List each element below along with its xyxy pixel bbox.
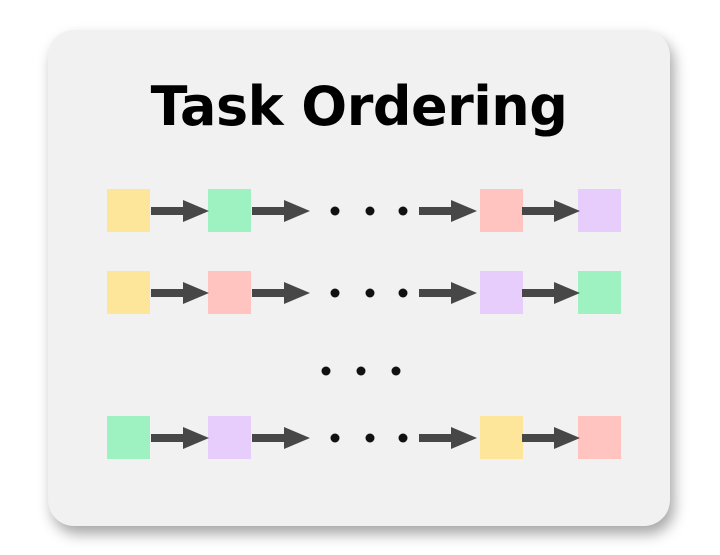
arrow-icon xyxy=(419,200,477,222)
task-square-purple xyxy=(578,189,621,232)
task-square-yellow xyxy=(107,271,150,314)
task-square-yellow xyxy=(480,416,523,459)
arrow-icon xyxy=(151,282,209,304)
arrow-icon xyxy=(419,427,477,449)
task-square-green xyxy=(208,189,251,232)
horizontal-ellipsis xyxy=(330,288,408,298)
arrow-icon xyxy=(522,282,580,304)
task-square-red xyxy=(578,416,621,459)
arrow-icon xyxy=(252,427,310,449)
arrow-icon xyxy=(252,200,310,222)
arrow-icon xyxy=(252,282,310,304)
task-square-purple xyxy=(480,271,523,314)
horizontal-ellipsis xyxy=(330,433,408,443)
diagram-title: Task Ordering xyxy=(150,75,568,138)
task-square-purple xyxy=(208,416,251,459)
task-sequence-row xyxy=(107,188,627,234)
arrow-icon xyxy=(419,282,477,304)
arrow-icon xyxy=(151,200,209,222)
arrow-icon xyxy=(522,427,580,449)
task-sequence-row xyxy=(107,415,627,461)
arrow-icon xyxy=(151,427,209,449)
task-square-yellow xyxy=(107,189,150,232)
task-square-red xyxy=(480,189,523,232)
vertical-ellipsis xyxy=(321,366,401,376)
diagram-card: Task Ordering xyxy=(48,30,670,526)
task-square-green xyxy=(578,271,621,314)
task-square-red xyxy=(208,271,251,314)
horizontal-ellipsis xyxy=(330,206,408,216)
task-sequence-row xyxy=(107,270,627,316)
task-square-green xyxy=(107,416,150,459)
arrow-icon xyxy=(522,200,580,222)
